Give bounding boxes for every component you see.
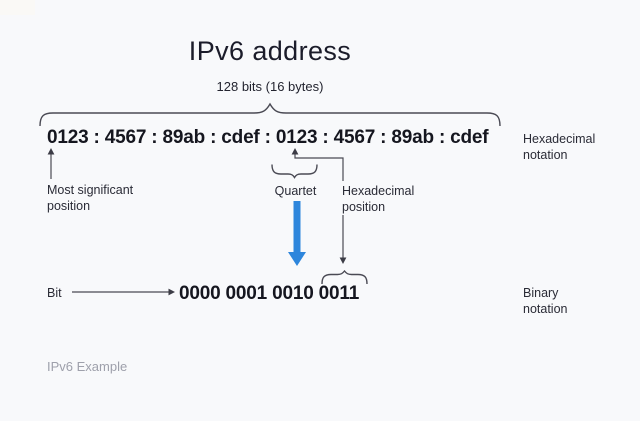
bit-label: Bit: [47, 286, 62, 300]
hex-position-down-arrowhead: [339, 257, 347, 264]
quartet-label: Quartet: [274, 184, 317, 198]
most-significant-position-label: Most significant position: [47, 183, 134, 213]
binary-value: 0000 0001 0010 0011: [179, 283, 360, 304]
page-title: IPv6 address: [188, 36, 352, 66]
hex-position-pointer-line: [294, 154, 344, 181]
address-span-brace: [39, 102, 501, 127]
footer-caption: IPv6 Example: [47, 359, 128, 374]
bits-subtitle: 128 bits (16 bytes): [216, 79, 324, 94]
binary-notation-label: Binary notation: [523, 286, 568, 316]
hexadecimal-notation-label: Hexadecimal notation: [523, 132, 596, 162]
hexadecimal-position-label: Hexadecimal position: [342, 184, 415, 214]
hex-address-value: 0123 : 4567 : 89ab : cdef : 0123 : 4567 …: [47, 127, 489, 148]
quartet-brace: [271, 164, 318, 179]
corner-highlight: [0, 0, 35, 15]
bit-arrowhead: [168, 288, 175, 296]
quartet-to-binary-arrow: [288, 201, 306, 266]
